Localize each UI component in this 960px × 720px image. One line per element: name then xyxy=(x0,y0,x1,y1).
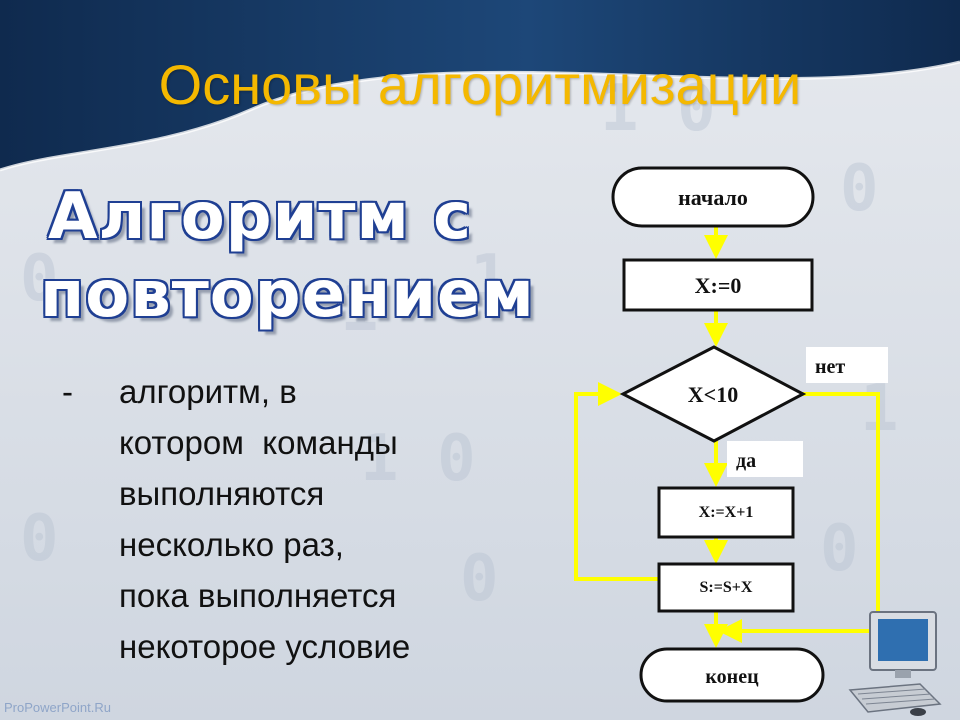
no-label: нет xyxy=(815,356,845,378)
start-label: начало xyxy=(678,185,748,210)
svg-text:0: 0 xyxy=(20,242,59,316)
slide-title: Основы алгоритмизации xyxy=(158,53,802,116)
init-process: X:=0 xyxy=(622,258,814,312)
init-label: X:=0 xyxy=(695,273,742,298)
svg-text:0: 0 xyxy=(840,152,879,226)
heading-wordart: Алгоритм с повторением xyxy=(40,178,535,334)
svg-text:1 0: 1 0 xyxy=(360,422,476,496)
heading-line-1: Алгоритм с xyxy=(47,180,473,254)
svg-text:0: 0 xyxy=(460,542,499,616)
computer-icon xyxy=(848,611,942,716)
step1-label: X:=X+1 xyxy=(699,504,754,521)
svg-text:0: 0 xyxy=(820,512,859,586)
step2-label: S:=S+X xyxy=(700,579,753,596)
end-terminal: конец xyxy=(639,647,825,703)
condition-label: X<10 xyxy=(688,382,738,407)
yes-branch-label: да xyxy=(727,441,803,477)
no-branch-label: нет xyxy=(806,347,888,383)
end-label: конец xyxy=(705,666,759,688)
definition-dash: - xyxy=(62,373,73,410)
svg-text:0: 0 xyxy=(20,502,59,576)
definition-body: алгоритм, в котором команды выполняются … xyxy=(119,373,411,665)
svg-text:1: 1 xyxy=(340,272,379,346)
start-terminal: начало xyxy=(611,166,815,228)
svg-text:1: 1 xyxy=(470,242,509,316)
definition-text: - алгоритм, в котором команды выполняютс… xyxy=(62,366,502,672)
condition-decision: X<10 xyxy=(619,345,807,443)
connector-no-branch xyxy=(718,392,880,643)
step2-process: S:=S+X xyxy=(657,562,795,613)
heading-line-2: повторением xyxy=(40,258,535,332)
step1-process: X:=X+1 xyxy=(657,486,795,539)
watermark: ProPowerPoint.Ru xyxy=(4,700,111,715)
svg-text:1 0: 1 0 xyxy=(600,72,716,146)
yes-label: да xyxy=(736,450,756,472)
